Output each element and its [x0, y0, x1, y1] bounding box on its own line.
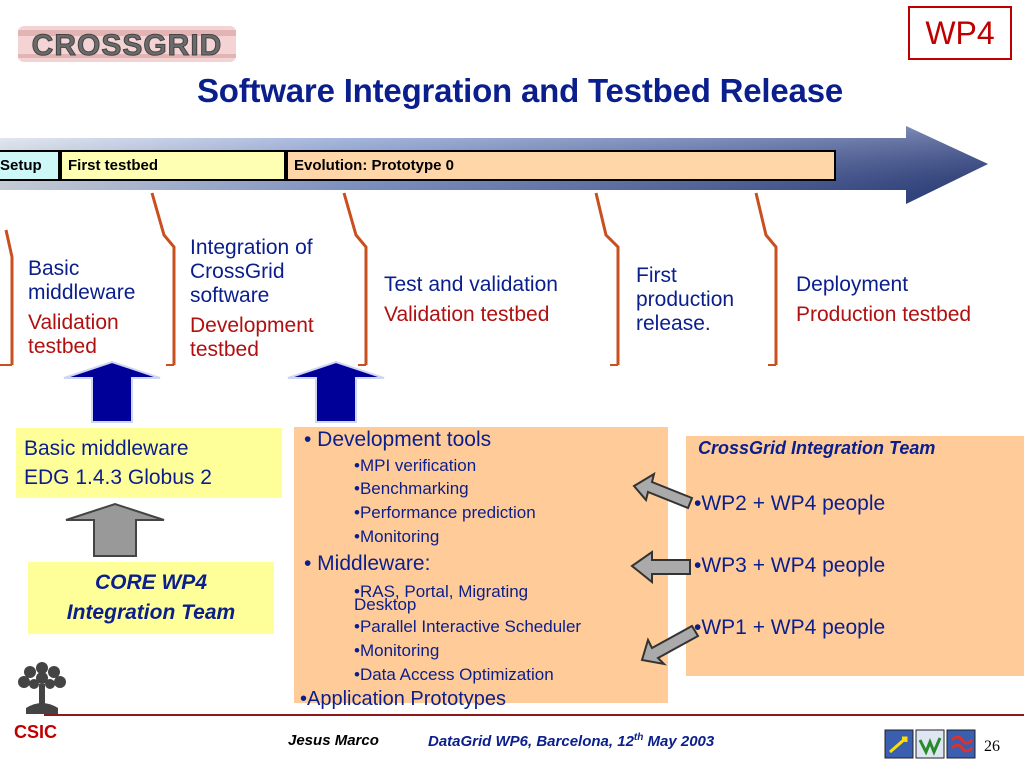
middleware-heading: • Middleware:: [304, 552, 431, 575]
left-arrow-icon: [630, 550, 691, 585]
wp4-badge: WP4: [908, 6, 1012, 60]
footer-divider: [44, 714, 1024, 716]
phase-evolution: Evolution: Prototype 0: [286, 150, 836, 181]
milestone-brackets: [0, 192, 778, 366]
datagrid-logo-icon: [884, 729, 976, 759]
left-arrow-icon: [640, 624, 700, 666]
application-prototypes: •Application Prototypes: [300, 688, 507, 710]
phase-setup: Setup: [0, 150, 60, 181]
milestone-deployment: Deployment Production testbed: [796, 273, 972, 326]
list-item: •Parallel Interactive Scheduler: [354, 617, 582, 636]
up-arrow-icon: [287, 360, 385, 423]
dev-tools-heading: • Development tools: [304, 428, 492, 451]
integration-team-box: CrossGrid Integration Team •WP2 + WP4 pe…: [686, 436, 1024, 676]
list-item: •WP3 + WP4 people: [694, 554, 886, 577]
core-wp4-team-box: CORE WP4 Integration Team: [28, 562, 274, 634]
core-box-line2: Integration Team: [66, 601, 236, 624]
basic-middleware-line1: Basic middleware: [24, 437, 189, 460]
page-number: 26: [984, 738, 1000, 755]
phase-first-testbed: First testbed: [60, 150, 286, 181]
list-item: •Monitoring: [354, 527, 440, 546]
footer-conference: DataGrid WP6, Barcelona, 12th May 2003: [428, 732, 715, 750]
up-arrow-icon: [65, 502, 165, 557]
basic-middleware-line2: EDG 1.4.3 Globus 2: [24, 466, 212, 489]
csic-label: CSIC: [14, 722, 58, 742]
milestone-basic-middleware: Basic middleware Validation testbed: [28, 257, 136, 358]
crossgrid-logo: CROSSGRID: [18, 20, 236, 66]
page-title: Software Integration and Testbed Release: [196, 72, 844, 109]
list-item: •WP2 + WP4 people: [694, 492, 886, 515]
left-arrow-icon: [632, 471, 694, 510]
milestone-integration: Integration of CrossGrid software Develo…: [190, 236, 314, 361]
list-item: •RAS, Portal, Migrating: [354, 582, 529, 601]
list-item: •WP1 + WP4 people: [694, 616, 886, 639]
list-item: •MPI verification: [354, 456, 477, 475]
basic-middleware-box: Basic middleware EDG 1.4.3 Globus 2: [16, 428, 282, 498]
milestone-first-production: First production release.: [636, 264, 735, 335]
csic-tree-icon: [18, 662, 66, 714]
core-box-line1: CORE WP4: [94, 571, 207, 594]
development-box: • Development tools •MPI verification •B…: [294, 427, 668, 710]
list-item: •Data Access Optimization: [354, 665, 554, 684]
list-item: •Benchmarking: [354, 479, 469, 498]
list-item: •Performance prediction: [354, 503, 536, 522]
footer-author: Jesus Marco: [288, 732, 379, 749]
logo-text: CROSSGRID: [32, 29, 223, 62]
team-box-title: CrossGrid Integration Team: [698, 438, 936, 458]
list-item-wrap: Desktop: [354, 595, 417, 614]
list-item: •Monitoring: [354, 641, 440, 660]
milestone-test-validation: Test and validation Validation testbed: [384, 273, 558, 326]
up-arrow-icon: [63, 360, 161, 423]
